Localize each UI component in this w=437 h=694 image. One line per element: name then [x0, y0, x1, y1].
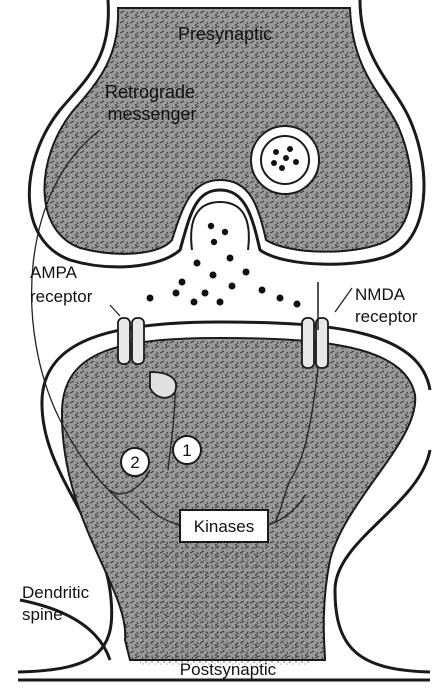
postsynaptic-label: Postsynaptic: [180, 660, 277, 679]
step-2-label: 2: [130, 453, 139, 472]
kinases-label: Kinases: [194, 517, 254, 536]
ampa-label-line1: AMPA: [30, 263, 78, 282]
step-1-label: 1: [182, 441, 191, 460]
ampa-label-line2: receptor: [30, 287, 93, 306]
kinases-box: Kinases: [180, 510, 268, 542]
messenger-label: messenger: [107, 104, 196, 124]
nmda-label-line2: receptor: [355, 307, 418, 326]
dendritic-label-line2: spine: [22, 605, 63, 624]
step-2-marker: 2: [121, 448, 149, 476]
presynaptic-label: Presynaptic: [178, 24, 272, 44]
dendritic-label-line1: Dendritic: [22, 583, 90, 602]
retrograde-label: Retrograde: [105, 82, 195, 102]
step-1-marker: 1: [173, 436, 201, 464]
vesicle-icon: [251, 126, 319, 194]
neurotransmitter-dots: [147, 255, 301, 308]
nmda-label-line1: NMDA: [355, 285, 406, 304]
dendritic-spine: [18, 322, 430, 680]
